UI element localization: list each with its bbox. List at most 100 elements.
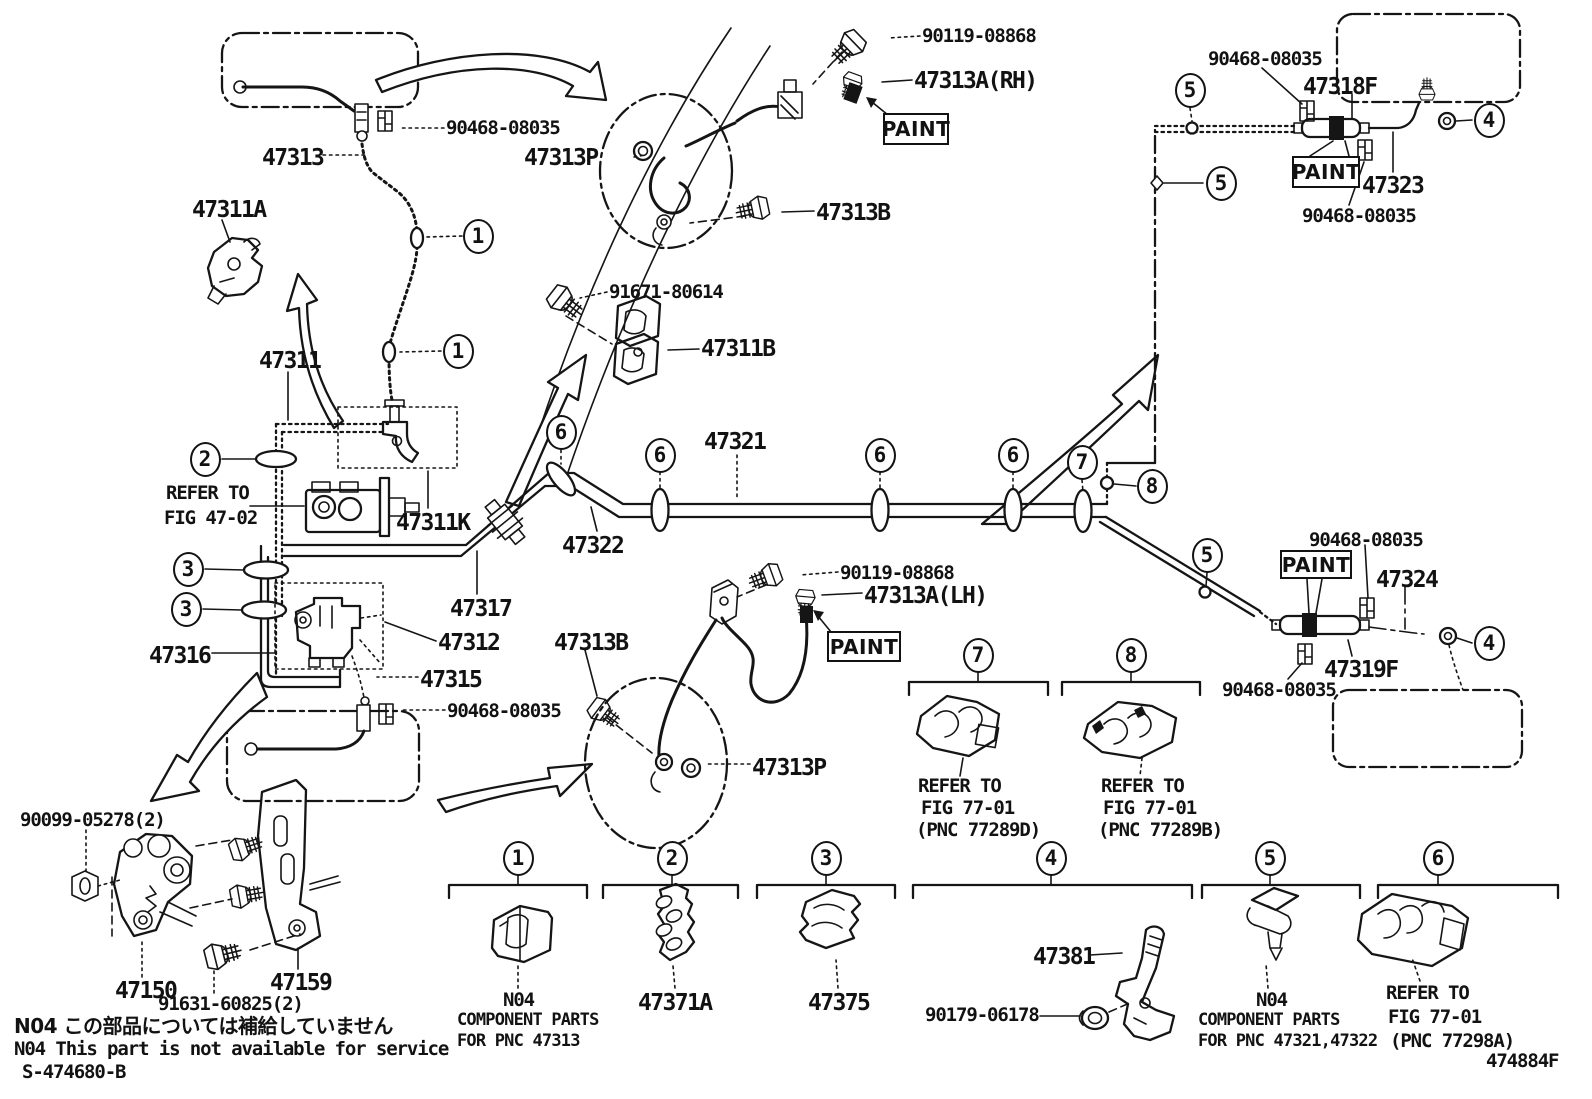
label-47316: 47316: [149, 643, 212, 669]
callout-1: 1: [462, 218, 494, 254]
main-tube-run: [282, 121, 1300, 626]
note-japanese: N04 この部品については補給していません: [14, 1014, 393, 1038]
callout-8: 8: [1115, 637, 1147, 673]
flow-arrows: [149, 52, 1160, 814]
callout-3: 3: [810, 840, 842, 876]
label-47321: 47321: [704, 429, 767, 455]
label-47313a-lh: 47313A(LH): [864, 583, 988, 609]
label-47312: 47312: [438, 630, 501, 656]
master-cylinder-drawing: [304, 476, 420, 538]
callout-8: 8: [1136, 468, 1168, 504]
label-90099-05278: 90099-05278(2): [20, 809, 166, 831]
arrow-to-47311a: [285, 272, 345, 430]
callout-1: 1: [502, 840, 534, 876]
label-47313p-rh: 47313P: [524, 145, 599, 171]
callout-6: 6: [864, 437, 896, 473]
callout-5: 5: [1174, 72, 1206, 108]
label-47322: 47322: [562, 533, 625, 559]
callout-3: 3: [172, 551, 204, 587]
lspv-47150-assembly: [71, 778, 341, 973]
callout-4: 4: [1473, 102, 1505, 138]
arrow-to-lh-hose: [436, 762, 594, 814]
clamp-47311b: [543, 280, 662, 386]
label-47313b-rh: 47313B: [816, 200, 891, 226]
label-ref-77289b-line3: (PNC 77289B): [1098, 819, 1223, 841]
label-47375: 47375: [808, 990, 871, 1016]
label-47315: 47315: [420, 667, 483, 693]
label-ref-77298a-line3: (PNC 77298A): [1390, 1030, 1515, 1052]
arrow-to-47150: [149, 671, 269, 803]
drawing-code: S-474680-B: [22, 1061, 126, 1083]
label-47313p-lh: 47313P: [752, 755, 827, 781]
callout-7: 7: [1066, 444, 1098, 480]
rh-hose-detail: [598, 25, 870, 250]
front-feed-assembly: [233, 80, 458, 756]
label-90468-08035-mid: 90468-08035: [447, 700, 562, 722]
label-90179-06178: 90179-06178: [925, 1004, 1040, 1026]
section-7-8-clamps: [907, 680, 1202, 777]
callout-6: 6: [644, 437, 676, 473]
label-90119-08868-rh: 90119-08868: [922, 25, 1037, 47]
label-sec1-component-parts: COMPONENT PARTS: [457, 1010, 599, 1030]
callout-6: 6: [1422, 840, 1454, 876]
label-47324: 47324: [1376, 567, 1439, 593]
label-sec1-n04: N04: [503, 989, 535, 1011]
paint-box-rh: PAINT: [882, 113, 950, 145]
label-47159: 47159: [270, 970, 333, 996]
rh-union-elbow: [777, 79, 803, 120]
label-47319f: 47319F: [1324, 657, 1399, 683]
rear-lower-connector-47319f: [1271, 578, 1464, 691]
label-47311k: 47311K: [396, 510, 471, 536]
paint-box-rear-upper: PAINT: [1292, 156, 1360, 188]
label-sec5-component-parts: COMPONENT PARTS: [1198, 1010, 1340, 1030]
callout-2: 2: [189, 441, 221, 477]
callout-5: 5: [1205, 165, 1237, 201]
label-47150: 47150: [115, 978, 178, 1004]
label-47313b-lh: 47313B: [554, 630, 629, 656]
callout-4: 4: [1035, 840, 1067, 876]
label-47311b: 47311B: [701, 336, 776, 362]
label-sec1-for-pnc: FOR PNC 47313: [457, 1031, 580, 1051]
label-90119-08868-lh: 90119-08868: [840, 562, 955, 584]
label-90468-08035-rear-lower-1: 90468-08035: [1309, 529, 1424, 551]
callout-6: 6: [545, 414, 577, 450]
paint-box-lh: PAINT: [827, 631, 901, 662]
paint-box-rear-lower: PAINT: [1280, 550, 1352, 579]
label-47318f: 47318F: [1303, 74, 1378, 100]
label-refer-fig4702-line1: REFER TO: [166, 482, 250, 504]
label-91671-80614: 91671-80614: [609, 281, 724, 303]
bracket-47311a: [206, 236, 264, 305]
callout-7: 7: [962, 637, 994, 673]
callout-5: 5: [1191, 537, 1223, 573]
label-refer-fig4702-line2: FIG 47-02: [164, 507, 258, 529]
leader-lines: [85, 35, 1473, 1017]
valve-47312-drawing: [294, 596, 382, 668]
callout-2: 2: [656, 840, 688, 876]
label-47317: 47317: [450, 596, 513, 622]
figure-code: 474884F: [1486, 1050, 1559, 1072]
label-47313a-rh: 47313A(RH): [914, 68, 1038, 94]
label-ref-77289d-line1: REFER TO: [918, 775, 1002, 797]
label-sec5-n04: N04: [1256, 989, 1288, 1011]
label-ref-77298a-line1: REFER TO: [1386, 982, 1470, 1004]
label-90468-08035-front-upper: 90468-08035: [446, 117, 561, 139]
label-ref-77298a-line2: FIG 77-01: [1388, 1006, 1482, 1028]
lh-hose-detail: [583, 560, 817, 850]
label-ref-77289b-line1: REFER TO: [1101, 775, 1185, 797]
arrow-to-rear-line: [980, 353, 1160, 526]
label-47311a: 47311A: [192, 197, 267, 223]
label-90468-08035-rear-upper-2: 90468-08035: [1302, 205, 1417, 227]
label-47311: 47311: [259, 348, 322, 374]
callout-4: 4: [1473, 625, 1505, 661]
label-47323: 47323: [1362, 173, 1425, 199]
note-english: N04 This part is not available for servi…: [14, 1038, 449, 1060]
label-ref-77289d-line3: (PNC 77289D): [916, 819, 1041, 841]
callout-3: 3: [170, 591, 202, 627]
label-91631-60825: 91631-60825(2): [158, 993, 304, 1015]
arrow-to-rh-hose: [374, 52, 608, 102]
rear-upper-connector-47318f: [1293, 77, 1457, 161]
grommet-90179: [1078, 1001, 1133, 1031]
label-47371a: 47371A: [638, 990, 713, 1016]
